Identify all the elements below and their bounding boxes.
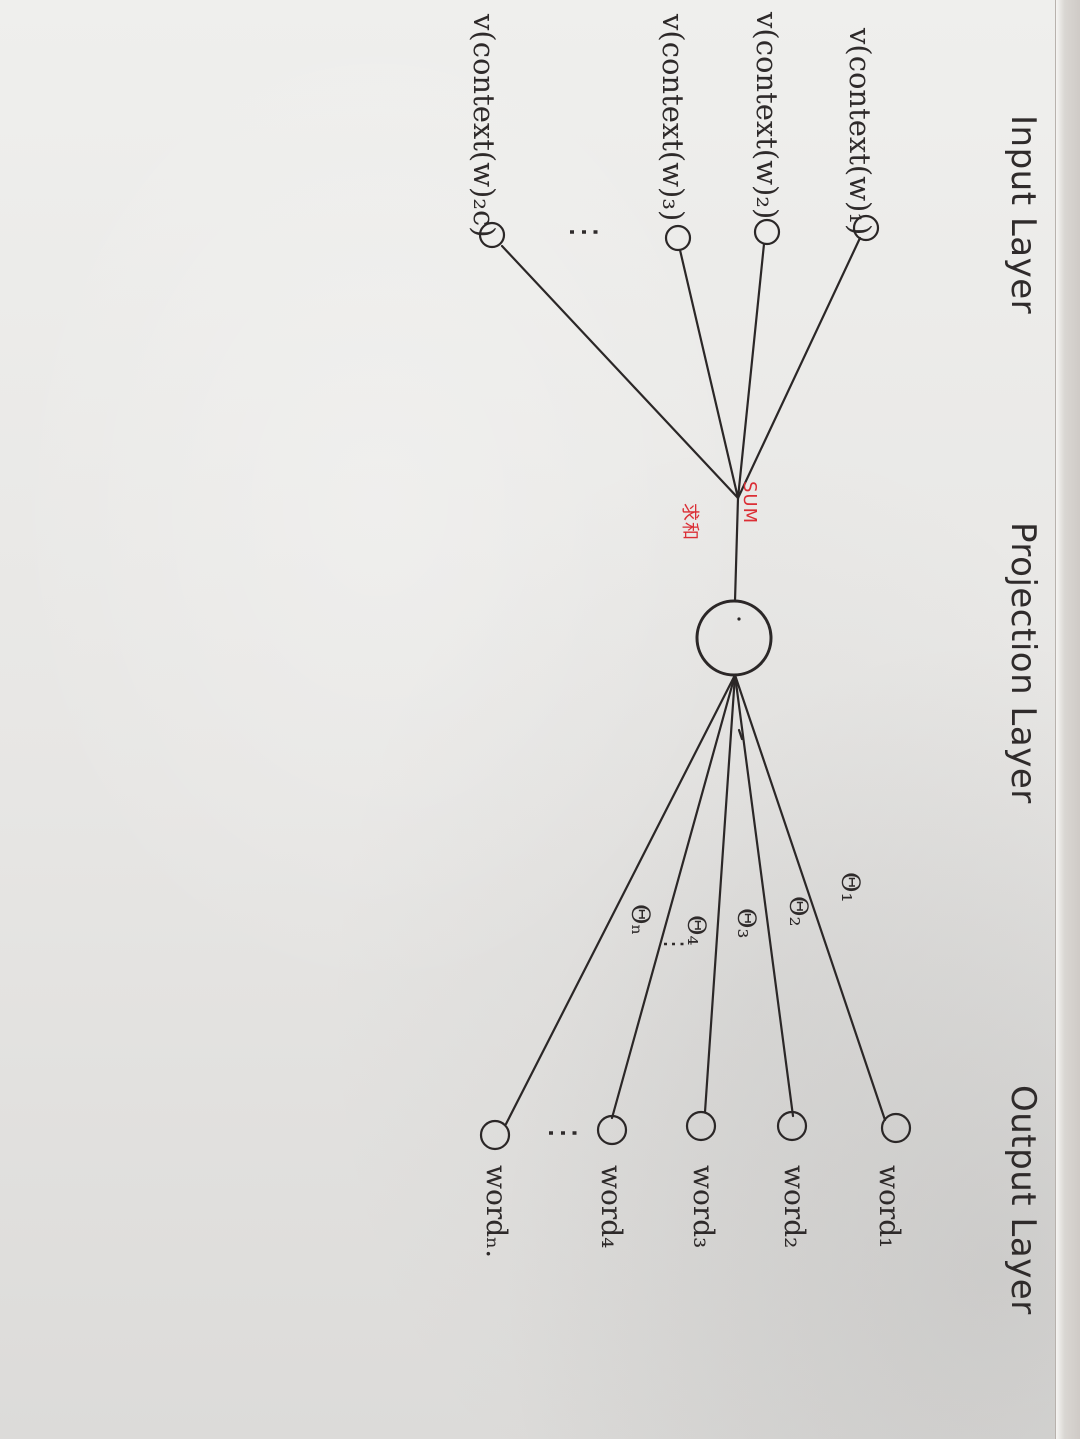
input-label-2: v(context(w)₂) bbox=[750, 11, 784, 219]
theta-label-n: Θₙ bbox=[626, 904, 655, 935]
output-label-n: wordₙ. bbox=[480, 1165, 513, 1258]
sum-english-label: SUM bbox=[739, 481, 760, 524]
theta-ellipsis: ⋮ bbox=[660, 932, 686, 956]
input-edge-2 bbox=[736, 242, 766, 500]
output-node-3 bbox=[685, 1110, 717, 1142]
projection-node bbox=[695, 599, 773, 677]
output-edge-3 bbox=[703, 673, 737, 1114]
input-node-4 bbox=[478, 221, 506, 249]
output-edge-5 bbox=[504, 673, 737, 1126]
input-node-3 bbox=[664, 224, 692, 252]
theta-ellipsis-group: ⋮ bbox=[660, 932, 686, 956]
output-node-1 bbox=[880, 1112, 912, 1144]
input-edge-1 bbox=[736, 236, 862, 500]
input-ellipsis: ⋮ bbox=[565, 215, 602, 249]
output-label-2: word₂ bbox=[778, 1165, 811, 1248]
input-node-2 bbox=[753, 218, 781, 246]
projection-node-mark bbox=[737, 617, 741, 621]
output-ellipsis: ⋮ bbox=[544, 1116, 581, 1150]
pen-mark bbox=[737, 728, 744, 741]
theta-label-4: Θ₄ bbox=[682, 915, 711, 946]
output-layer-title: Output Layer bbox=[1003, 1085, 1043, 1315]
sum-chinese-label: 求和 bbox=[679, 503, 700, 541]
projection-layer-title: Projection Layer bbox=[1003, 522, 1043, 804]
output-node-2 bbox=[776, 1110, 808, 1142]
theta-label-2: Θ₂ bbox=[784, 896, 813, 927]
table-edge bbox=[1055, 0, 1080, 1439]
input-label-4: v(context(w)₂c) bbox=[467, 13, 501, 238]
sum-to-projection-edge bbox=[733, 496, 740, 603]
output-ellipsis-group: ⋮ bbox=[544, 1116, 581, 1150]
output-node-4 bbox=[596, 1114, 628, 1146]
input-node-1 bbox=[852, 214, 880, 242]
input-edge-3 bbox=[678, 248, 740, 500]
output-edge-4 bbox=[610, 673, 737, 1120]
input-label-1: v(context(w)₁) bbox=[843, 27, 877, 235]
input-layer-title: Input Layer bbox=[1003, 115, 1043, 314]
output-label-1: word₁ bbox=[873, 1165, 906, 1248]
output-node-n bbox=[479, 1119, 511, 1151]
theta-label-3: Θ₃ bbox=[732, 908, 761, 939]
input-label-3: v(context(w)₃) bbox=[656, 13, 690, 221]
input-ellipsis-group: ⋮ bbox=[565, 215, 602, 249]
input-edge-4 bbox=[500, 244, 740, 500]
theta-label-1: Θ₁ bbox=[836, 872, 865, 903]
output-edge-1 bbox=[733, 673, 887, 1122]
output-edge-2 bbox=[733, 673, 795, 1118]
output-label-4: word₄ bbox=[595, 1165, 628, 1248]
output-label-3: word₃ bbox=[687, 1165, 720, 1248]
